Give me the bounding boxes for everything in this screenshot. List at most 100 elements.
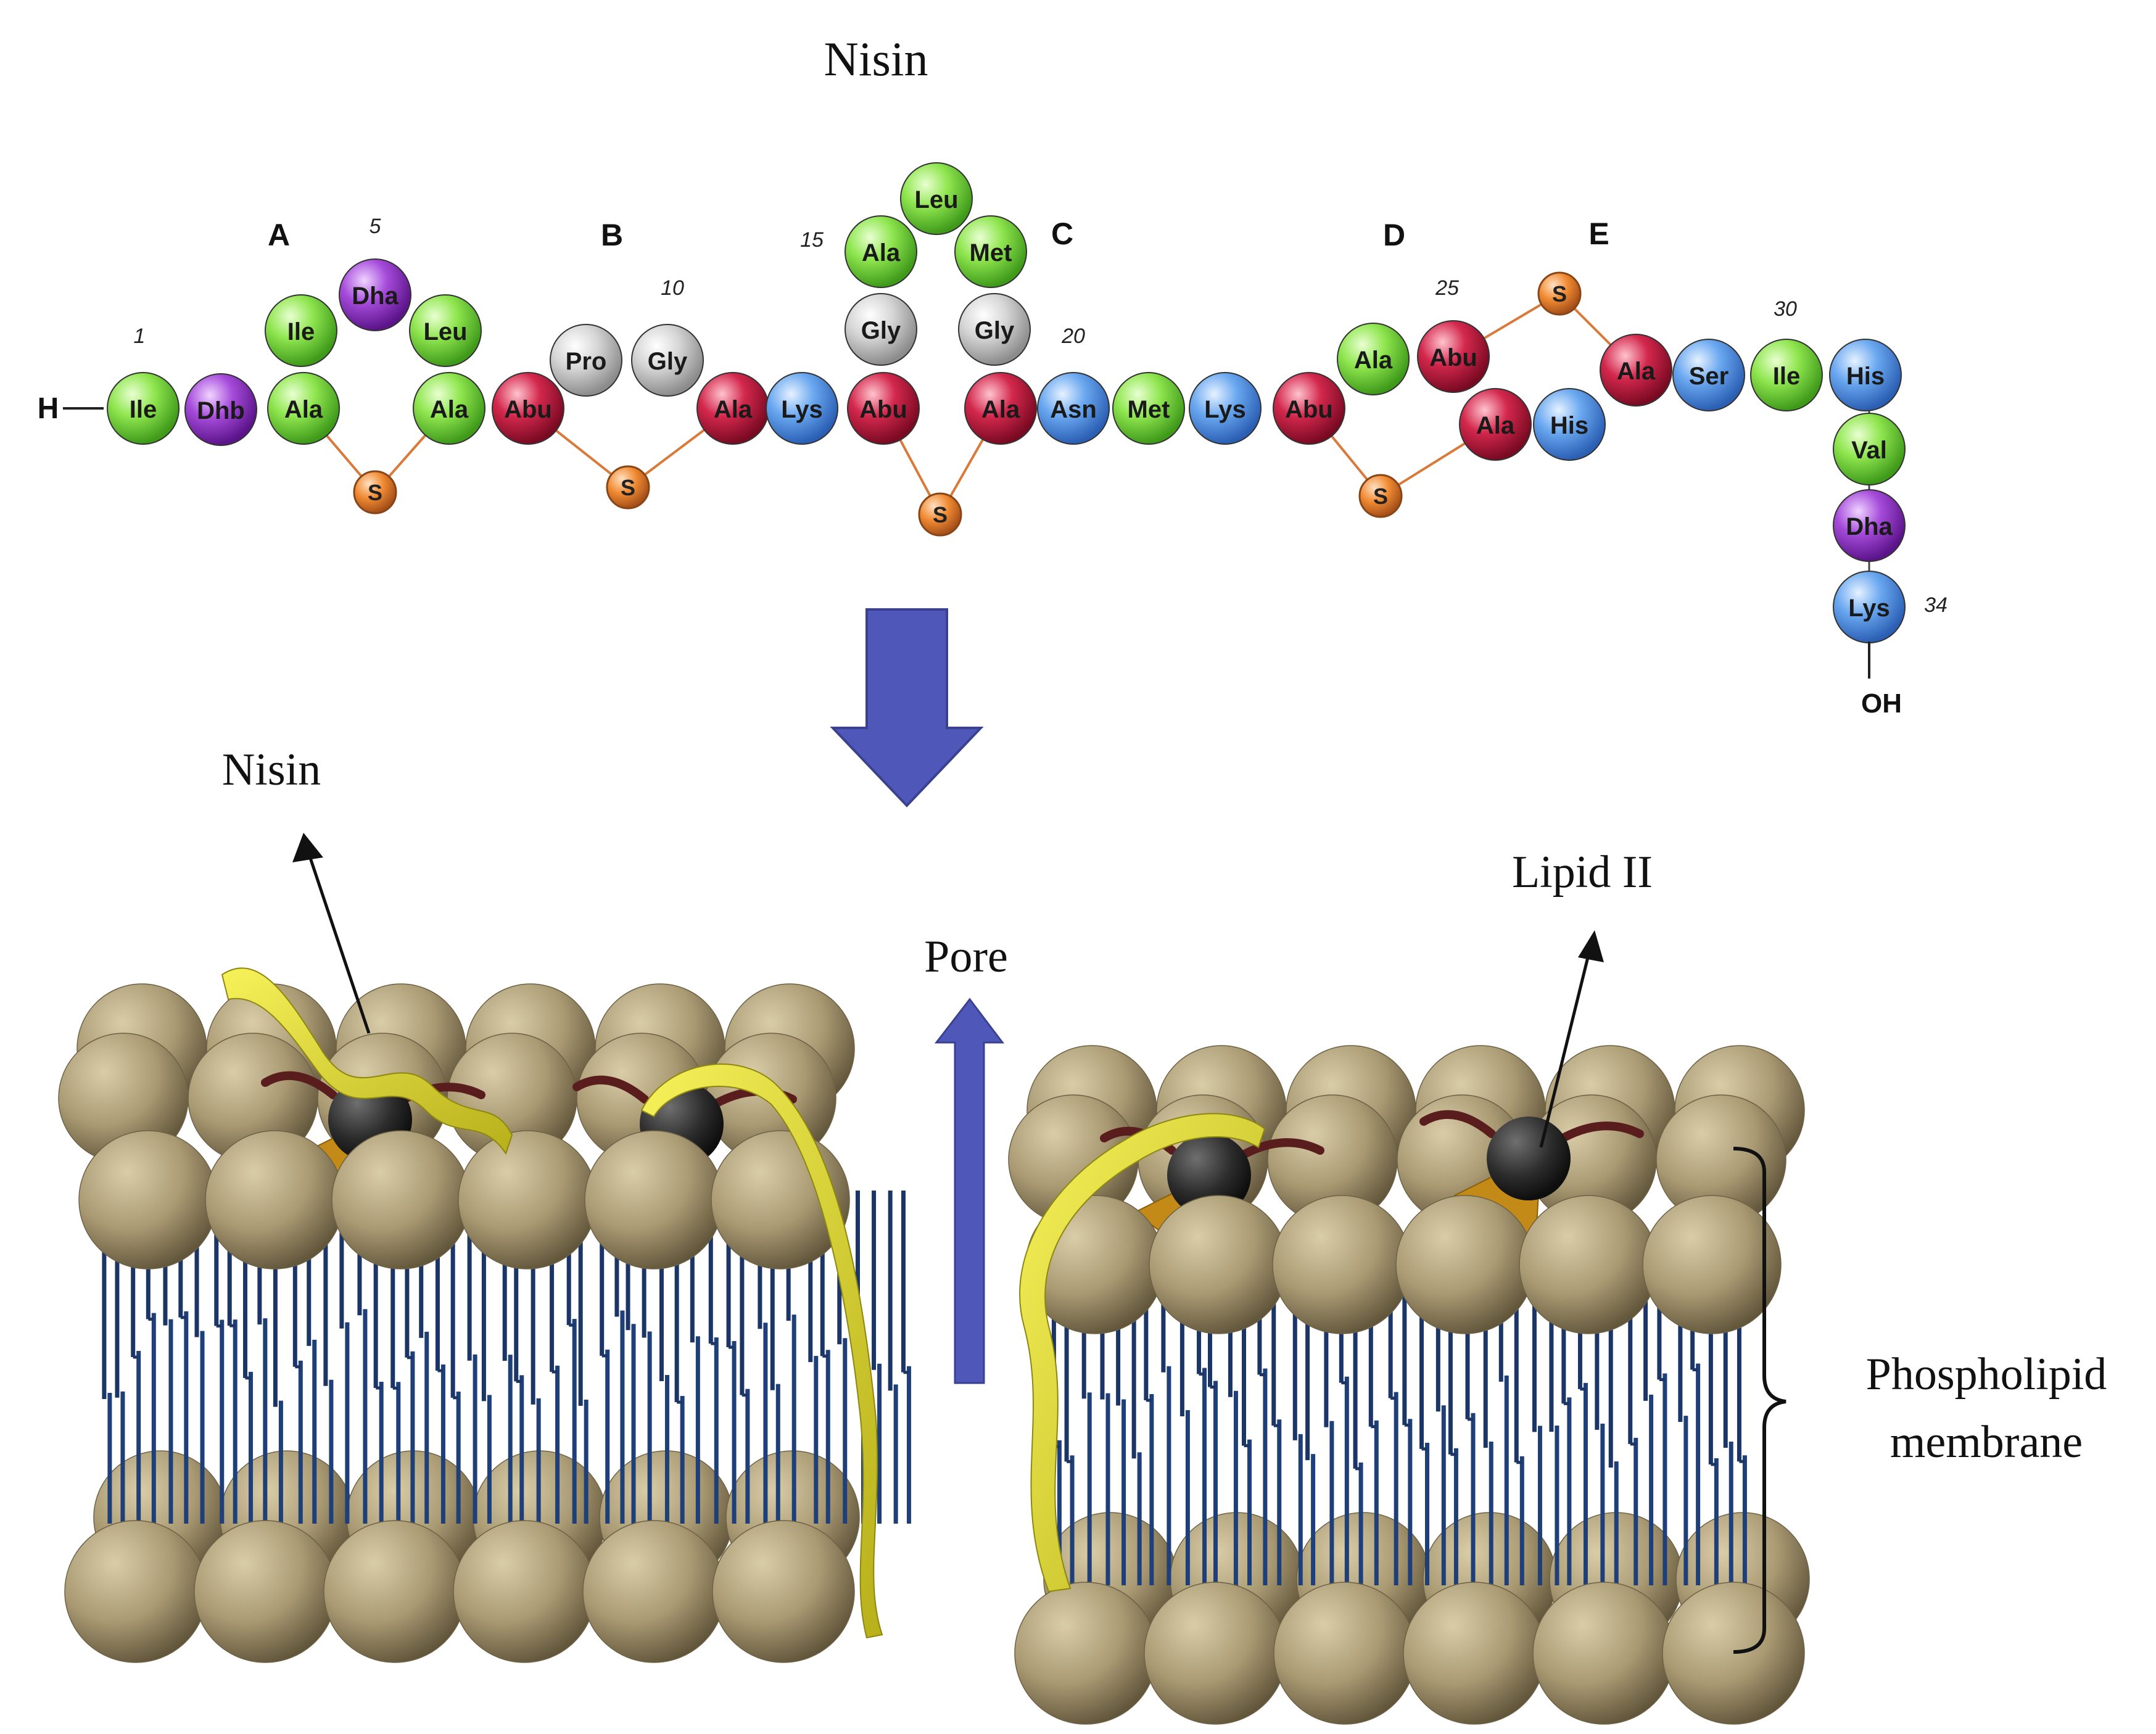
residue-label: Met [970,239,1012,266]
pore-label: Pore [924,931,1008,982]
residue-met-17: Met [954,215,1027,288]
position-number-30: 30 [1774,297,1797,321]
lipid-ii-label: Lipid II [1512,847,1653,898]
residue-gly-10: Gly [631,324,704,397]
lipid-ii-chain [1555,1121,1644,1144]
lipid-head-sphere [1144,1582,1287,1725]
residue-gly-14: Gly [845,293,917,366]
membrane-left [58,967,911,1663]
residue-label: Ala [714,396,753,423]
residue-label: Ile [287,318,315,345]
residue-his-31: His [1829,339,1902,411]
residue-abu-8: Abu [492,372,564,445]
c-terminus-label: OH [1861,688,1902,719]
nisin-pointer-line [307,852,371,1034]
residue-lys-34: Lys [1833,571,1906,643]
residue-label: Leu [423,318,467,345]
residue-label: Pro [566,348,607,375]
residue-label: Dha [1846,513,1893,540]
n-terminus-label: H [38,392,59,425]
residue-label: Abu [504,396,552,423]
lipid-head-sphere [582,1520,725,1663]
residue-label: Lys [1204,396,1245,423]
sulfur-atom-2: S [606,465,650,510]
lipid-head-sphere [205,1130,344,1270]
residue-label: Val [1851,437,1887,464]
sulfur-atom-1: S [353,470,397,514]
lipid-head-sphere [584,1130,724,1270]
residue-label: Asn [1050,396,1097,423]
residue-val-32: Val [1833,413,1906,485]
lipid-head-sphere [64,1520,207,1663]
position-number-25: 25 [1435,276,1459,300]
lipid-head-sphere [1403,1582,1546,1725]
residue-ala-28: Ala [1600,334,1672,407]
residue-label: Dha [352,283,399,310]
residue-label: Ile [130,396,157,423]
residue-label: Dhb [197,397,245,424]
lipid-head-sphere [453,1520,596,1663]
position-number-5: 5 [370,215,381,238]
membrane-bracket-icon [1733,1147,1786,1654]
lipid-head-sphere [1014,1582,1157,1725]
residue-abu-23: Abu [1273,372,1345,445]
residue-label: Gly [975,317,1015,344]
lipid-head-sphere [1519,1195,1658,1334]
position-number-34: 34 [1924,593,1947,617]
lipid-head-sphere [1272,1195,1411,1334]
residue-his-27: His [1533,388,1606,461]
residue-label: Ala [284,396,323,423]
lipid-head-sphere [323,1520,466,1663]
nisin-label: Nisin [222,745,321,795]
sulfur-label: S [368,480,382,505]
residue-label: Gly [861,317,901,344]
residue-ala-3: Ala [267,372,340,445]
residue-label: Ala [862,239,901,266]
diagram-title: Nisin [824,32,928,86]
residue-leu-16: Leu [900,162,973,235]
residue-met-21: Met [1112,372,1185,445]
nisin-ribbon-2 [640,1063,883,1639]
lipid-ii-chain [572,1075,649,1104]
lipid-ii-pointer-arrowhead-icon [1578,930,1604,962]
residue-label: Ala [981,396,1020,423]
lipid-ii-chain [261,1071,337,1099]
residue-label: Abu [859,396,907,423]
lipid-head-sphere [1149,1195,1288,1334]
lipid-head-sphere [194,1520,337,1663]
ring-label-c: C [1051,217,1073,251]
sulfur-atom-5: S [1537,271,1582,316]
residue-label: Abu [1285,396,1333,423]
residue-abu-13: Abu [847,372,920,445]
transition-arrow-icon [830,608,984,807]
residue-dhb-2: Dhb [184,373,257,446]
sulfur-label: S [1373,484,1388,509]
lipid-head-sphere [1532,1582,1675,1725]
lipid-head-sphere [1273,1582,1416,1725]
residue-ala-15: Ala [845,215,917,288]
position-number-10: 10 [661,276,684,300]
residue-label: Leu [914,186,958,213]
residue-label: His [1846,363,1885,390]
membrane-label-line1: Phospholipid [1866,1349,2107,1400]
residue-ala-19: Ala [964,372,1037,445]
residue-label: Abu [1429,344,1477,371]
residue-label: Gly [648,348,688,375]
residue-gly-18: Gly [958,293,1031,366]
residue-ile-4: Ile [265,294,337,367]
residue-ser-29: Ser [1672,339,1745,411]
nisin-ribbon-1 [221,967,513,1155]
lipid-head-sphere [1642,1195,1782,1334]
residue-label: Ile [1773,363,1800,390]
position-number-1: 1 [134,324,146,348]
ring-label-e: E [1588,217,1609,251]
residue-ala-26: Ala [1459,388,1532,461]
position-number-20: 20 [1061,324,1085,348]
residue-label: Lys [1848,595,1890,622]
